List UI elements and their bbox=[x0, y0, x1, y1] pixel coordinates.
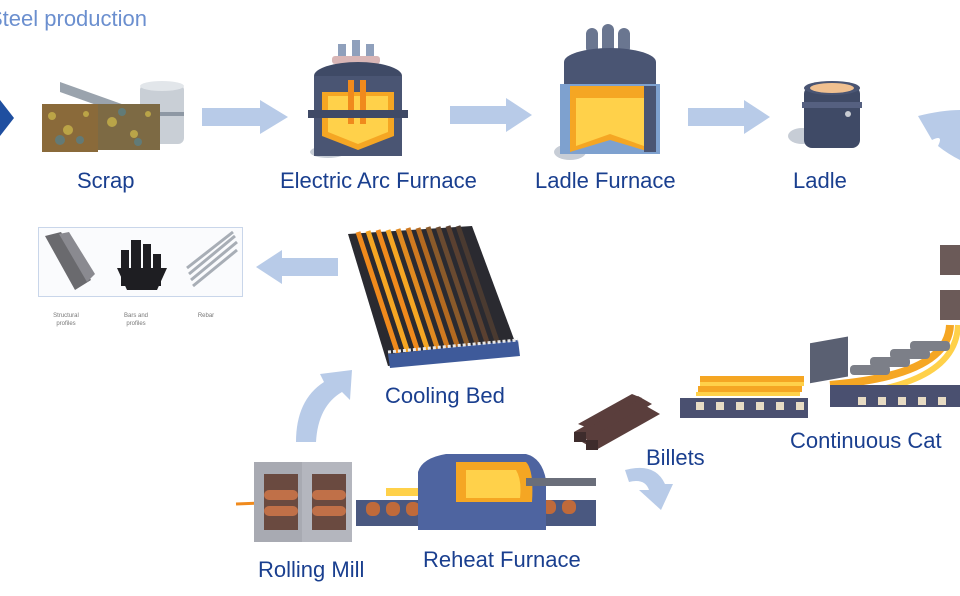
electric-arc-furnace-icon bbox=[308, 40, 428, 170]
scrap-pile-icon bbox=[38, 70, 188, 170]
flow-arrow-right-icon bbox=[688, 100, 770, 134]
continuous-caster-icon bbox=[800, 245, 960, 415]
stage-label-cooling-bed: Cooling Bed bbox=[385, 383, 505, 408]
rebar-icon bbox=[186, 230, 238, 288]
flow-arrow-left-icon bbox=[256, 250, 338, 284]
bars-and-profiles-icon bbox=[117, 240, 167, 290]
stage-label-continuous-casting: Continuous Cat bbox=[790, 428, 942, 453]
cooling-bed-icon bbox=[342, 220, 522, 370]
stage-label-ladle-furnace: Ladle Furnace bbox=[535, 168, 676, 193]
billet-conveyor-icon bbox=[680, 372, 810, 422]
flow-arrow-curved-icon bbox=[625, 462, 687, 512]
flow-arrow-right-icon bbox=[202, 100, 288, 134]
product-label-rebar: Rebar bbox=[197, 313, 215, 319]
ladle-furnace-icon bbox=[554, 22, 670, 172]
ladle-icon bbox=[788, 80, 870, 155]
stage-label-eaf: Electric Arc Furnace bbox=[280, 168, 477, 193]
stage-label-ladle: Ladle bbox=[793, 168, 847, 193]
billets-icon bbox=[572, 392, 662, 452]
product-label-bars: Bars and profiles bbox=[123, 313, 148, 327]
flow-arrow-curved-icon bbox=[296, 370, 352, 442]
stage-label-scrap: Scrap bbox=[77, 168, 135, 193]
product-label-structural: Structural profiles bbox=[53, 313, 79, 327]
structural-profiles-icon bbox=[45, 232, 95, 290]
finished-products-panel bbox=[38, 227, 243, 297]
stage-label-reheat-furnace: Reheat Furnace bbox=[423, 547, 581, 572]
stage-label-rolling-mill: Rolling Mill bbox=[258, 557, 365, 582]
flow-arrow-curved-icon bbox=[918, 110, 960, 160]
diagram-title: Steel production bbox=[0, 6, 147, 31]
reheat-furnace-icon bbox=[356, 450, 601, 532]
flow-arrow-right-icon bbox=[450, 98, 532, 132]
entry-arrow-icon bbox=[0, 100, 20, 136]
stage-label-billets: Billets bbox=[646, 445, 705, 470]
rolling-mill-icon bbox=[235, 452, 376, 552]
